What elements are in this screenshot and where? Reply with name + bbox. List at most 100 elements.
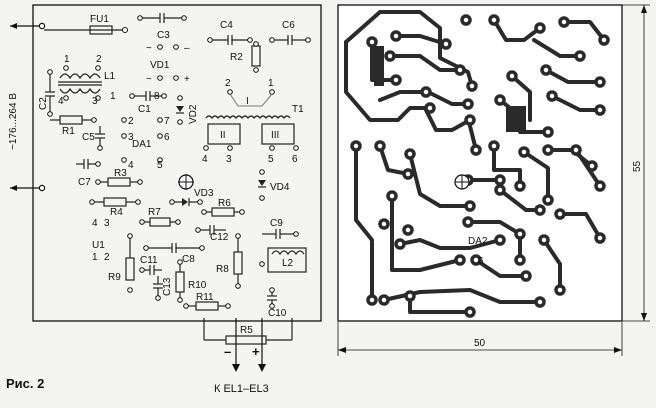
dimension-width-label: 50 — [474, 338, 486, 349]
capacitor-c6: C6 — [269, 20, 311, 45]
c13-label: C13 — [162, 277, 173, 296]
svg-text:3: 3 — [92, 96, 98, 107]
output-leads: – + — [224, 318, 266, 372]
capacitor-c3: C3 — [137, 13, 187, 41]
fuse-fu1: FU1 — [44, 14, 128, 35]
svg-text:8: 8 — [154, 91, 160, 102]
diode-vd3: VD3 — [169, 188, 214, 206]
copper-layout-view: DA2 6 50 55 — [337, 4, 650, 356]
solder-pads — [350, 14, 610, 318]
svg-text:1: 1 — [110, 91, 116, 102]
svg-text:~: ~ — [146, 43, 152, 54]
dimension-height: 55 — [622, 4, 650, 322]
r3-label: R3 — [114, 168, 127, 179]
svg-text:1: 1 — [92, 252, 98, 263]
svg-text:I: I — [246, 96, 249, 107]
c9-label: C9 — [270, 218, 283, 229]
svg-text:2: 2 — [225, 78, 231, 89]
vd3-label: VD3 — [194, 188, 214, 199]
svg-text:3: 3 — [104, 218, 110, 229]
r10-label: R10 — [188, 280, 207, 291]
svg-text:2: 2 — [96, 54, 102, 65]
r2-label: R2 — [230, 52, 243, 63]
vd2-label: VD2 — [188, 104, 199, 124]
r7-label: R7 — [148, 207, 161, 218]
dimension-height-label: 55 — [632, 160, 643, 172]
resistor-r4: R4 — [89, 197, 141, 218]
copper-pour — [506, 106, 526, 132]
inductor-l2: L2 — [259, 247, 307, 273]
svg-text:2: 2 — [128, 116, 134, 127]
svg-text:5: 5 — [157, 160, 163, 171]
l2-label: L2 — [282, 258, 294, 269]
svg-text:4: 4 — [128, 160, 134, 171]
r11-label: R11 — [196, 292, 214, 303]
figure-caption: Рис. 2 — [6, 376, 44, 391]
r8-label: R8 — [216, 264, 229, 275]
r9-label: R9 — [108, 272, 121, 283]
capacitor-c12: C12 — [195, 225, 229, 243]
optocoupler-u1: 4 3 U1 1 2 — [92, 218, 110, 263]
capacitor-c5: C5 — [82, 126, 105, 151]
svg-text:~: ~ — [146, 74, 152, 85]
vd4-label: VD4 — [270, 182, 290, 193]
board-outline-left — [32, 4, 322, 322]
resistor-r1: R1 — [50, 115, 97, 137]
svg-text:3: 3 — [226, 154, 232, 165]
svg-text:6: 6 — [292, 154, 298, 165]
resistor-r5: R5 — [203, 318, 293, 345]
mounting-hole-left — [178, 174, 194, 190]
c2-label: C2 — [38, 97, 49, 110]
output-destination-label: К EL1–EL3 — [214, 383, 269, 395]
svg-text:–: – — [184, 43, 190, 54]
svg-text:III: III — [271, 130, 279, 141]
svg-text:6: 6 — [164, 132, 170, 143]
ic-da1: 1 8 2 7 DA1 6 4 5 3 — [110, 91, 170, 171]
c10-label: C10 — [268, 308, 287, 319]
capacitor-c9: C9 — [262, 218, 299, 239]
resistor-r11: R11 — [183, 292, 231, 311]
c5-label: C5 — [82, 132, 95, 143]
output-minus-label: – — [224, 344, 231, 359]
c6-label: C6 — [282, 20, 295, 31]
copper-pour-2 — [374, 46, 384, 86]
mounting-hole-right — [454, 174, 470, 190]
diode-vd4: VD4 — [258, 169, 290, 201]
svg-text:3: 3 — [128, 132, 134, 143]
input-voltage-label: ~176...264 В — [8, 93, 19, 150]
capacitor-c7: C7 — [76, 159, 101, 188]
diode-bridge-vd1: ~ – VD1 ~ + — [146, 43, 190, 85]
da2-pin6-label: 6 — [478, 256, 484, 267]
resistor-r7: R7 — [139, 207, 181, 227]
c11-label: C11 — [140, 255, 158, 266]
t1-label: T1 — [292, 104, 304, 115]
svg-text:5: 5 — [268, 154, 274, 165]
resistor-r8: R8 — [216, 233, 243, 289]
da1-label: DA1 — [132, 139, 152, 150]
c1-label: C1 — [138, 104, 151, 115]
c4-label: C4 — [220, 20, 233, 31]
capacitor-c10: C10 — [267, 287, 287, 319]
svg-text:1: 1 — [268, 78, 274, 89]
capacitor-c2: C2 — [38, 69, 55, 117]
l1-label: L1 — [104, 71, 116, 82]
capacitor-c8: C8 — [143, 243, 205, 265]
dimension-width: 50 — [337, 322, 623, 356]
diode-vd2: VD2 — [176, 95, 199, 125]
resistor-r10: R10 — [175, 259, 207, 303]
resistor-r3: R3 — [95, 168, 143, 187]
svg-text:4: 4 — [58, 96, 64, 107]
transformer-t1: 2 1 I T1 II III 4 3 5 6 — [202, 78, 304, 165]
resistor-r9: R9 — [108, 233, 135, 293]
fu1-label: FU1 — [90, 14, 109, 25]
output-plus-label: + — [252, 344, 260, 359]
component-layout-view: ~176...264 В FU1 C3 C4 — [8, 4, 322, 395]
c7-label: C7 — [78, 177, 91, 188]
r5-label: R5 — [240, 325, 253, 336]
capacitor-c13: C13 — [153, 276, 173, 301]
svg-text:1: 1 — [64, 54, 70, 65]
svg-text:+: + — [184, 74, 190, 85]
resistor-r2: R2 — [230, 41, 261, 73]
